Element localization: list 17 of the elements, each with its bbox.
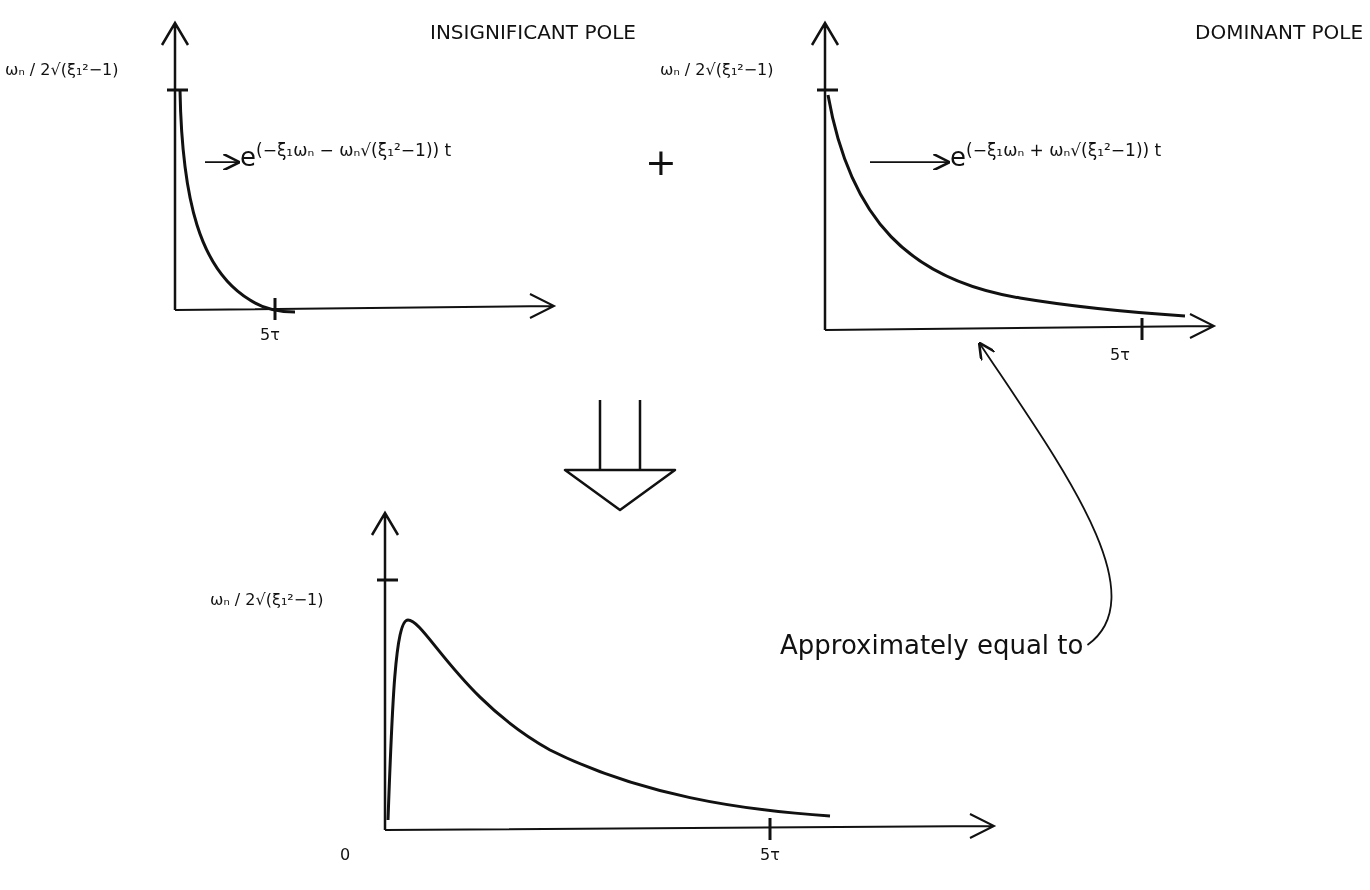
fraction-label: ωₙ / 2√(ξ₁²−1) xyxy=(5,60,119,79)
pole-heading: INSIGNIFICANT POLE xyxy=(430,20,636,44)
tick-label: 5τ xyxy=(260,325,280,344)
arrow xyxy=(977,341,1113,646)
arrow xyxy=(869,152,951,172)
tick-label: 5τ xyxy=(760,845,780,864)
fraction-label: ωₙ / 2√(ξ₁²−1) xyxy=(210,590,324,609)
tick-label: 5τ xyxy=(1110,345,1130,364)
pole-heading: DOMINANT POLE xyxy=(1195,20,1364,44)
arrow xyxy=(204,152,241,172)
exponential-formula: e$^{(−ξ₁ωₙ − ωₙ√(ξ₁²−1)) t}$ xyxy=(240,140,452,172)
origin-label: 0 xyxy=(340,845,351,864)
exponential-formula: e$^{(−ξ₁ωₙ + ωₙ√(ξ₁²−1)) t}$ xyxy=(950,140,1162,172)
fraction-label: ωₙ / 2√(ξ₁²−1) xyxy=(660,60,774,79)
plus-sign: + xyxy=(645,140,677,184)
hollow-arrow xyxy=(563,398,677,512)
annotation-text: Approximately equal to xyxy=(780,630,1084,660)
